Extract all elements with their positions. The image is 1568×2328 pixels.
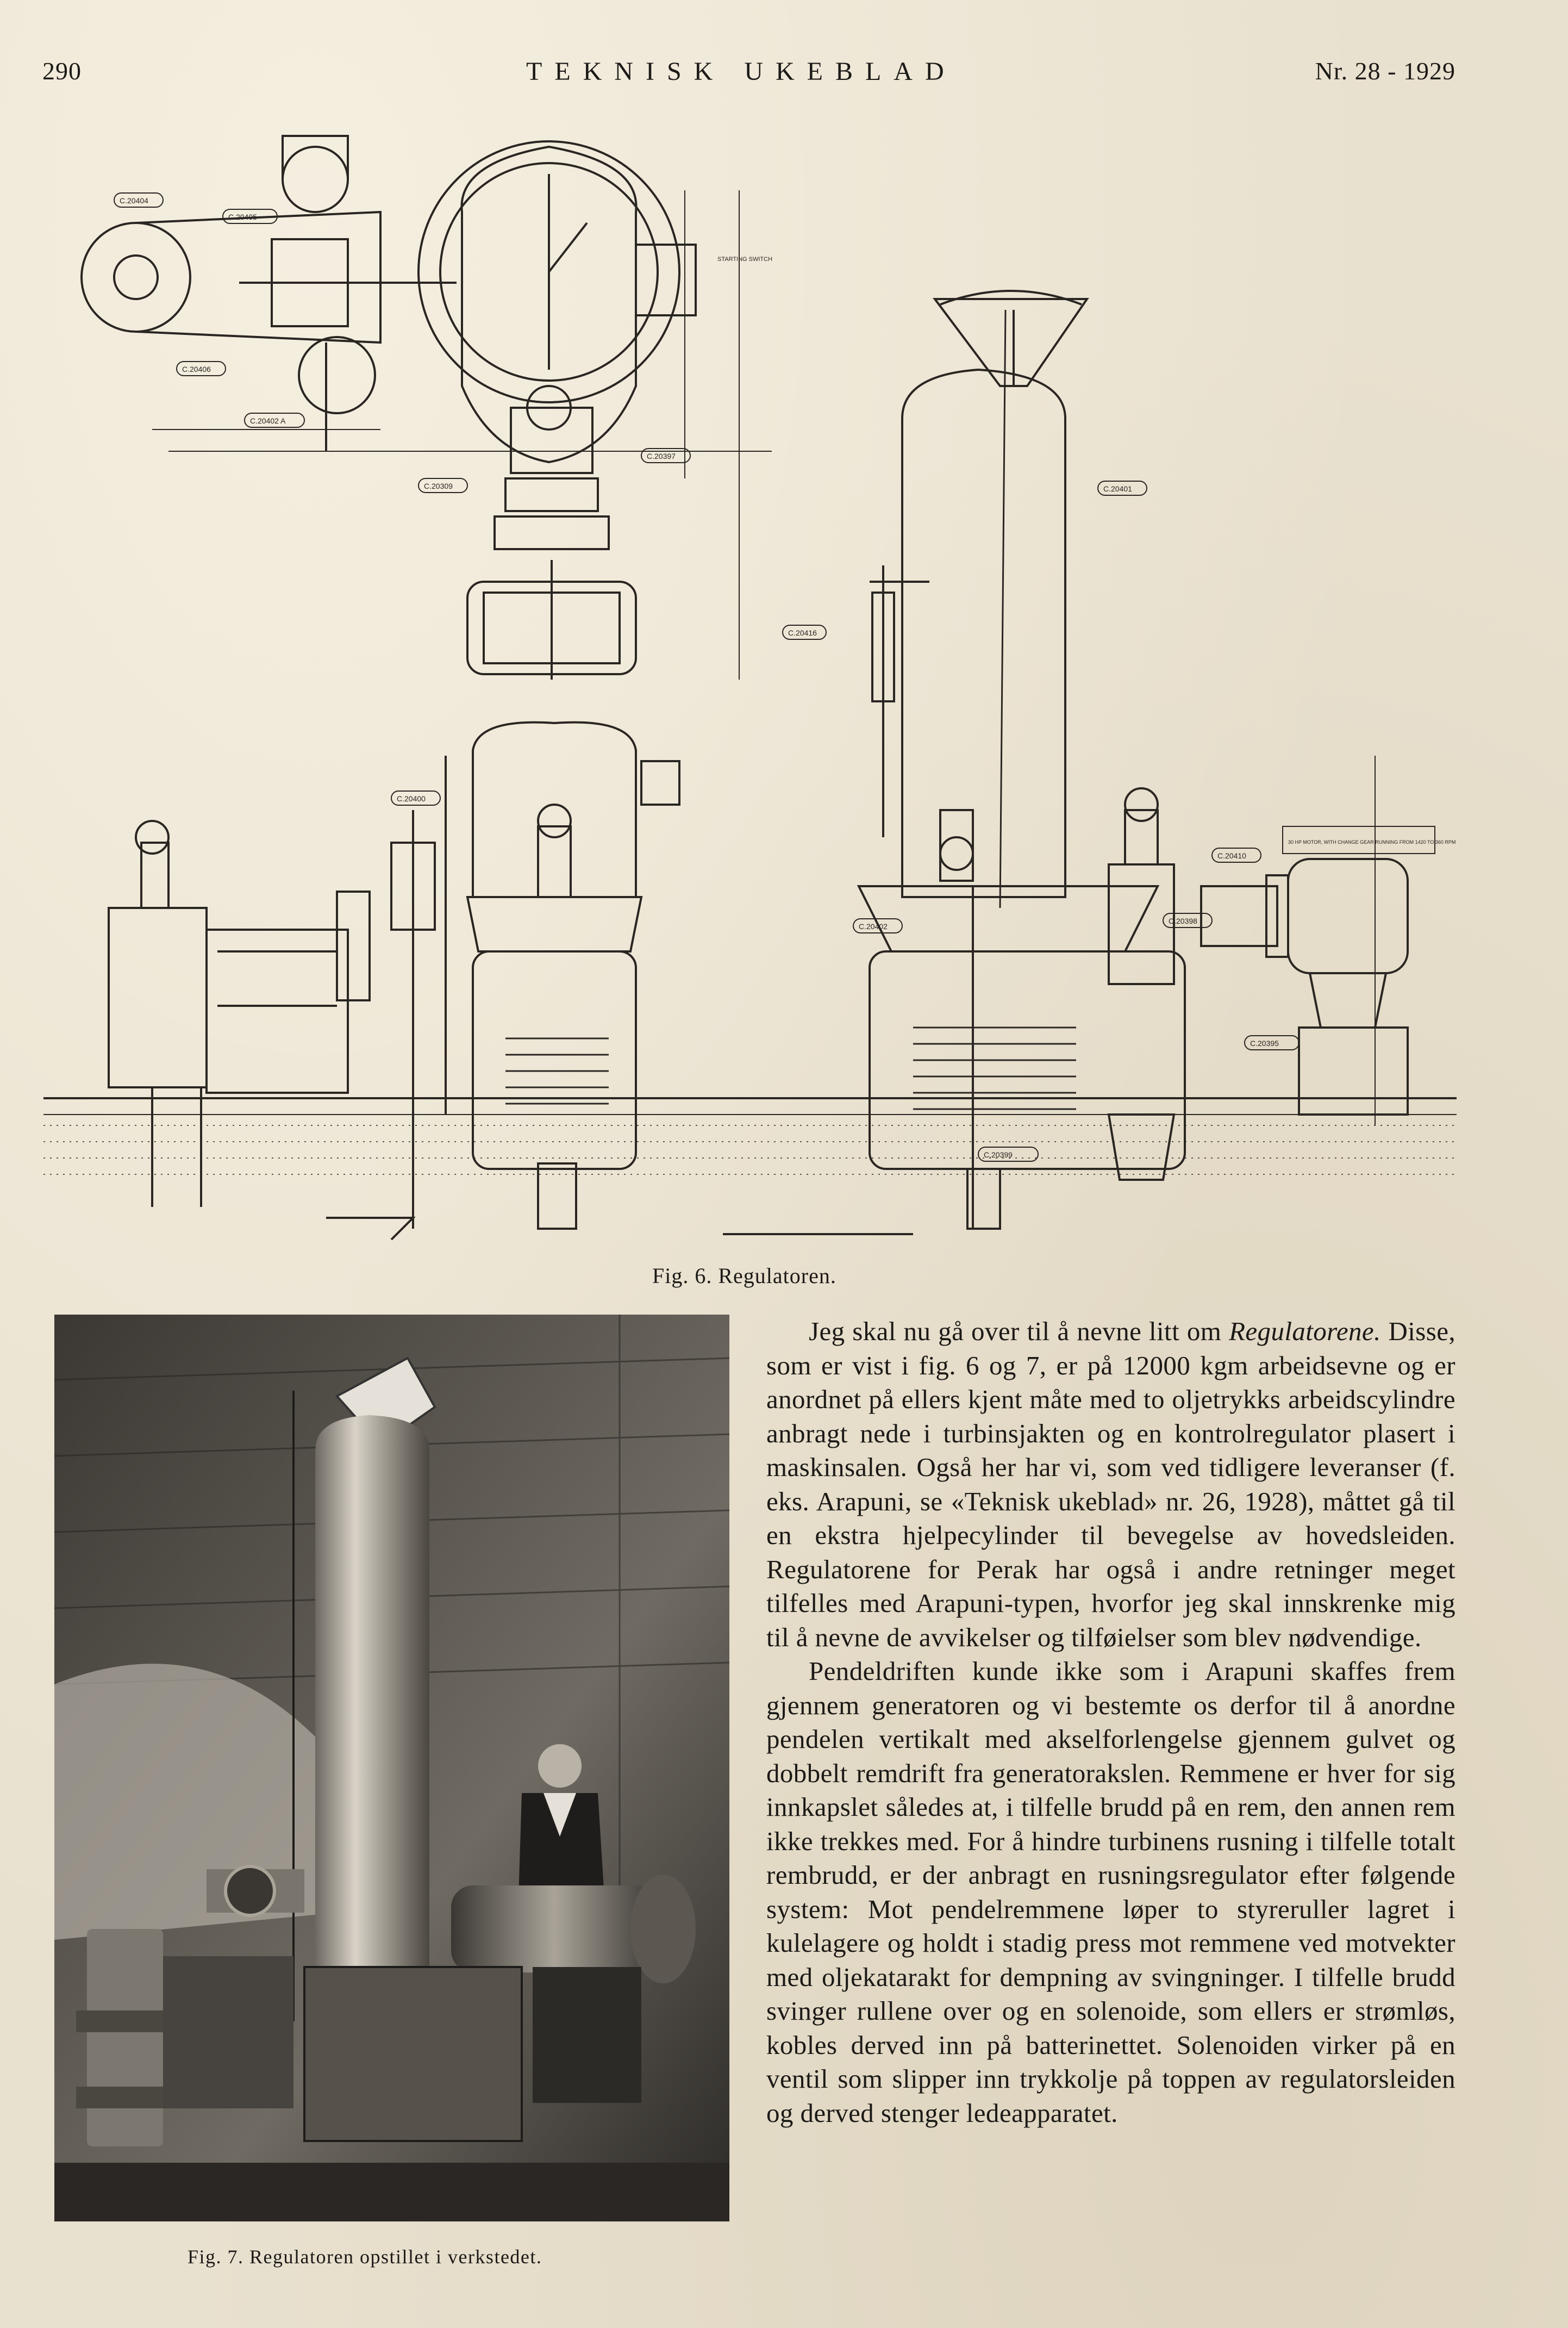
- label-c20410: C.20410: [1217, 851, 1246, 860]
- label-c20405: C.20405: [228, 213, 257, 221]
- plan-view: [80, 135, 772, 680]
- central-vessel: [466, 721, 680, 1230]
- label-c20406: C.20406: [182, 365, 211, 374]
- figure-7-photo: [54, 1315, 729, 2221]
- issue-number: Nr. 28 - 1929: [1315, 57, 1455, 85]
- label-c20404: C.20404: [120, 196, 148, 205]
- paragraph-1-start: Jeg skal nu gå over til å nevne litt om: [809, 1316, 1229, 1346]
- paragraph-1: Jeg skal nu gå over til å nevne litt om …: [766, 1315, 1455, 1654]
- label-c20309: C.20309: [424, 482, 453, 490]
- article-body: Jeg skal nu gå over til å nevne litt om …: [766, 1315, 1455, 2130]
- label-c20402a: C.20402 A: [250, 416, 286, 425]
- paragraph-1-rest: Disse, som er vist i fig. 6 og 7, er på …: [766, 1316, 1456, 1652]
- label-motor-note: 30 HP MOTOR, WITH CHANGE GEAR RUNNING FR…: [1288, 839, 1455, 845]
- figure-6-caption: Fig. 6. Regulatoren.: [652, 1263, 836, 1288]
- label-c20416: C.20416: [788, 628, 817, 637]
- label-c20395: C.20395: [1250, 1039, 1279, 1048]
- paragraph-2: Pendeldriften kunde ikke som i Arapuni s…: [766, 1656, 1455, 2128]
- motor: [1200, 756, 1435, 1125]
- label-c20397: C.20397: [647, 452, 676, 460]
- label-c20398: C.20398: [1169, 917, 1197, 925]
- label-starting-switch: STARTING SWITCH: [717, 256, 772, 263]
- figure-6-drawing: C.20404 C.20405 C.20406 C.20402 A C.2030…: [43, 103, 1457, 1261]
- label-c20399: C.20399: [984, 1150, 1013, 1159]
- left-machinery: [108, 756, 447, 1241]
- label-c20400: C.20400: [397, 794, 426, 803]
- label-c20401: C.20401: [1103, 484, 1132, 493]
- regulator-drawing: C.20404 C.20405 C.20406 C.20402 A C.2030…: [43, 135, 1457, 1241]
- figure-7-caption: Fig. 7. Regulatoren opstillet i verksted…: [188, 2246, 542, 2268]
- paragraph-1-italic-term: Regulatorene.: [1229, 1316, 1381, 1346]
- floor-line: [43, 1097, 1457, 1235]
- label-c20402: C.20402: [859, 922, 888, 931]
- page-header: 290 TEKNISK UKEBLAD Nr. 28 - 1929: [42, 57, 1455, 100]
- governor-column: [857, 290, 1186, 1230]
- page-number: 290: [42, 57, 82, 85]
- journal-title: TEKNISK UKEBLAD: [526, 57, 957, 86]
- workshop-photo: [54, 1315, 729, 2221]
